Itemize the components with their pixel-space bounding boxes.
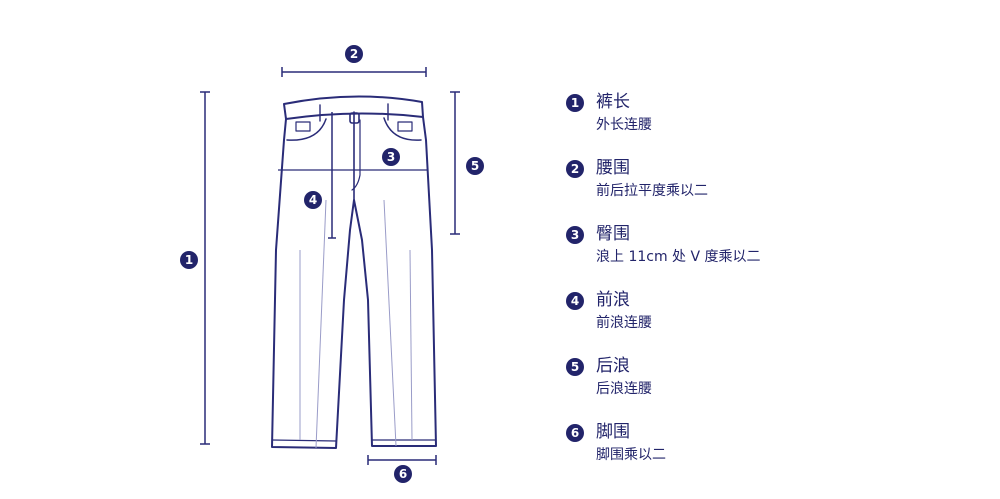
legend-desc: 后浪连腰	[596, 381, 652, 397]
hem-left	[271, 439, 337, 442]
legend-badge: 4	[566, 292, 584, 310]
measure-line-4	[328, 112, 336, 239]
measurement-lines	[200, 67, 460, 465]
measure-line-1	[200, 91, 210, 445]
legend-badge: 5	[566, 358, 584, 376]
measure-line-5	[450, 91, 460, 235]
pocket-right	[383, 117, 422, 141]
marker-badge-6: 6	[394, 465, 412, 483]
legend-badge: 2	[566, 160, 584, 178]
measure-line-2	[281, 67, 427, 77]
legend-title: 臀围	[596, 224, 630, 244]
coin-pocket	[295, 121, 311, 132]
legend-title: 裤长	[596, 92, 630, 112]
coin-pocket-right	[397, 121, 413, 132]
marker-badge-2: 2	[345, 45, 363, 63]
marker-badge-4: 4	[304, 191, 322, 209]
marker-badge-5: 5	[466, 157, 484, 175]
leg-creases	[299, 199, 413, 449]
legend-desc: 浪上 11cm 处 V 度乘以二	[596, 249, 761, 265]
legend-title: 腰围	[596, 158, 630, 178]
marker-badge-1: 1	[180, 251, 198, 269]
legend-title: 脚围	[596, 422, 630, 442]
legend-badge: 3	[566, 226, 584, 244]
legend-badge: 6	[566, 424, 584, 442]
measure-line-6	[367, 455, 437, 465]
legend-desc: 外长连腰	[596, 117, 652, 133]
legend-title: 前浪	[596, 290, 630, 310]
legend-title: 后浪	[596, 356, 630, 376]
legend-desc: 脚围乘以二	[596, 447, 666, 463]
pocket-left	[286, 118, 327, 141]
legend-badge: 1	[566, 94, 584, 112]
pants-illustration	[271, 95, 437, 449]
fly-stitch	[351, 119, 361, 191]
legend-desc: 前后拉平度乘以二	[596, 183, 708, 199]
marker-badge-3: 3	[382, 148, 400, 166]
legend-desc: 前浪连腰	[596, 315, 652, 331]
waist-button	[349, 112, 360, 124]
